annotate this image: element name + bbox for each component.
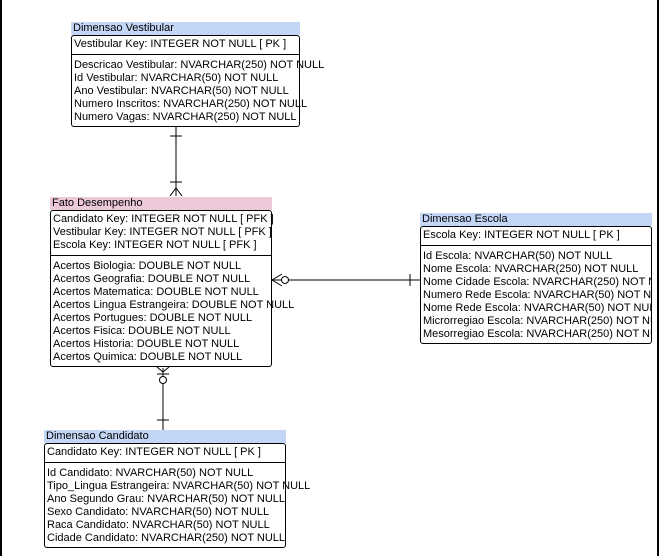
pfk-attribute: Candidato Key: INTEGER NOT NULL [ PFK ] [53, 213, 274, 225]
pk-attribute: Candidato Key: INTEGER NOT NULL [ PK ] [47, 446, 261, 458]
attribute-section: Id Candidato: NVARCHAR(50) NOT NULL Tipo… [45, 463, 311, 547]
attribute-section: Descricao Vestibular: NVARCHAR(250) NOT … [72, 55, 325, 126]
pfk-attribute: Vestibular Key: INTEGER NOT NULL [ PFK ] [53, 226, 272, 238]
zero-marker [281, 276, 289, 284]
pk-attribute: Escola Key: INTEGER NOT NULL [ PK ] [423, 229, 620, 241]
attribute-row: Tipo_Lingua Estrangeira: NVARCHAR(50) NO… [47, 480, 311, 492]
zero-marker [159, 376, 167, 384]
many-marker [271, 273, 283, 281]
attribute-row: Acertos Portugues: DOUBLE NOT NULL [53, 312, 253, 324]
attribute-row: Ano Vestibular: NVARCHAR(50) NOT NULL [74, 85, 289, 97]
attribute-row: Numero Inscritos: NVARCHAR(250) NOT NULL [74, 98, 308, 110]
attribute-row: Acertos Fisica: DOUBLE NOT NULL [53, 325, 231, 337]
pk-attribute: Vestibular Key: INTEGER NOT NULL [ PK ] [74, 38, 287, 50]
primary-key-section: Escola Key: INTEGER NOT NULL [ PK ] [421, 227, 651, 246]
attribute-row: Cidade Candidato: NVARCHAR(250) NOT NULL [47, 532, 286, 544]
attribute-row: Id Candidato: NVARCHAR(50) NOT NULL [47, 467, 254, 479]
entity-title: Fato Desempenho [50, 197, 272, 210]
relationship-escola-fato[interactable] [271, 273, 420, 287]
relationship-vestibular-fato[interactable] [169, 126, 183, 197]
attribute-row: Acertos Historia: DOUBLE NOT NULL [53, 338, 240, 350]
entity-fato-desempenho[interactable]: Fato Desempenho Candidato Key: INTEGER N… [50, 197, 295, 367]
attribute-section: Acertos Biologia: DOUBLE NOT NULL Acerto… [51, 256, 295, 366]
attribute-row: Nome Cidade Escola: NVARCHAR(250) NOT NU… [423, 276, 652, 288]
entity-title: Dimensao Vestibular [71, 22, 300, 35]
entity-dimensao-candidato[interactable]: Dimensao Candidato Candidato Key: INTEGE… [44, 430, 311, 548]
attribute-row: Microrregiao Escola: NVARCHAR(250) NOT N… [423, 315, 652, 327]
many-marker [156, 366, 164, 373]
attribute-row: Id Vestibular: NVARCHAR(50) NOT NULL [74, 72, 279, 84]
attribute-row: Numero Vagas: NVARCHAR(250) NOT NULL [74, 111, 297, 123]
entity-dimensao-escola[interactable]: Dimensao Escola Escola Key: INTEGER NOT … [420, 213, 652, 344]
attribute-row: Numero Rede Escola: NVARCHAR(50) NOT NUL… [423, 289, 652, 301]
many-marker [169, 187, 177, 197]
entity-body: Escola Key: INTEGER NOT NULL [ PK ] Id E… [420, 226, 652, 344]
attribute-row: Acertos Matematica: DOUBLE NOT NULL [53, 286, 259, 298]
attribute-row: Acertos Lingua Estrangeira: DOUBLE NOT N… [53, 299, 295, 311]
attribute-row: Nome Escola: NVARCHAR(250) NOT NULL [423, 263, 639, 275]
many-marker [175, 187, 183, 197]
entity-body: Candidato Key: INTEGER NOT NULL [ PFK ] … [50, 210, 295, 367]
entity-body: Vestibular Key: INTEGER NOT NULL [ PK ] … [71, 35, 325, 127]
entity-dimensao-vestibular[interactable]: Dimensao Vestibular Vestibular Key: INTE… [71, 22, 325, 127]
attribute-row: Id Escola: NVARCHAR(50) NOT NULL [423, 250, 613, 262]
attribute-row: Nome Rede Escola: NVARCHAR(50) NOT NULL [423, 302, 652, 314]
attribute-row: Acertos Geografia: DOUBLE NOT NULL [53, 273, 251, 285]
primary-key-section: Vestibular Key: INTEGER NOT NULL [ PK ] [72, 36, 299, 55]
pfk-attribute: Escola Key: INTEGER NOT NULL [ PFK ] [53, 239, 257, 251]
attribute-row: Descricao Vestibular: NVARCHAR(250) NOT … [74, 59, 325, 71]
attribute-row: Acertos Quimica: DOUBLE NOT NULL [53, 351, 243, 363]
attribute-row: Sexo Candidato: NVARCHAR(50) NOT NULL [47, 506, 270, 518]
many-marker [162, 366, 170, 373]
many-marker [271, 279, 283, 287]
canvas-left-border [0, 0, 2, 556]
attribute-row: Mesorregiao Escola: NVARCHAR(250) NOT NU… [423, 328, 652, 340]
entity-body: Candidato Key: INTEGER NOT NULL [ PK ] I… [44, 443, 311, 548]
canvas-right-border [657, 0, 659, 556]
attribute-row: Raca Candidato: NVARCHAR(50) NOT NULL [47, 519, 270, 531]
attribute-row: Acertos Biologia: DOUBLE NOT NULL [53, 260, 242, 272]
entity-title: Dimensao Escola [420, 213, 652, 226]
attribute-section: Id Escola: NVARCHAR(50) NOT NULL Nome Es… [421, 246, 651, 343]
relationship-candidato-fato[interactable] [156, 366, 170, 430]
entity-title: Dimensao Candidato [44, 430, 286, 443]
attribute-row: Ano Segundo Grau: NVARCHAR(50) NOT NULL [47, 493, 286, 505]
primary-key-section: Candidato Key: INTEGER NOT NULL [ PFK ] … [51, 211, 274, 256]
primary-key-section: Candidato Key: INTEGER NOT NULL [ PK ] [45, 444, 285, 463]
